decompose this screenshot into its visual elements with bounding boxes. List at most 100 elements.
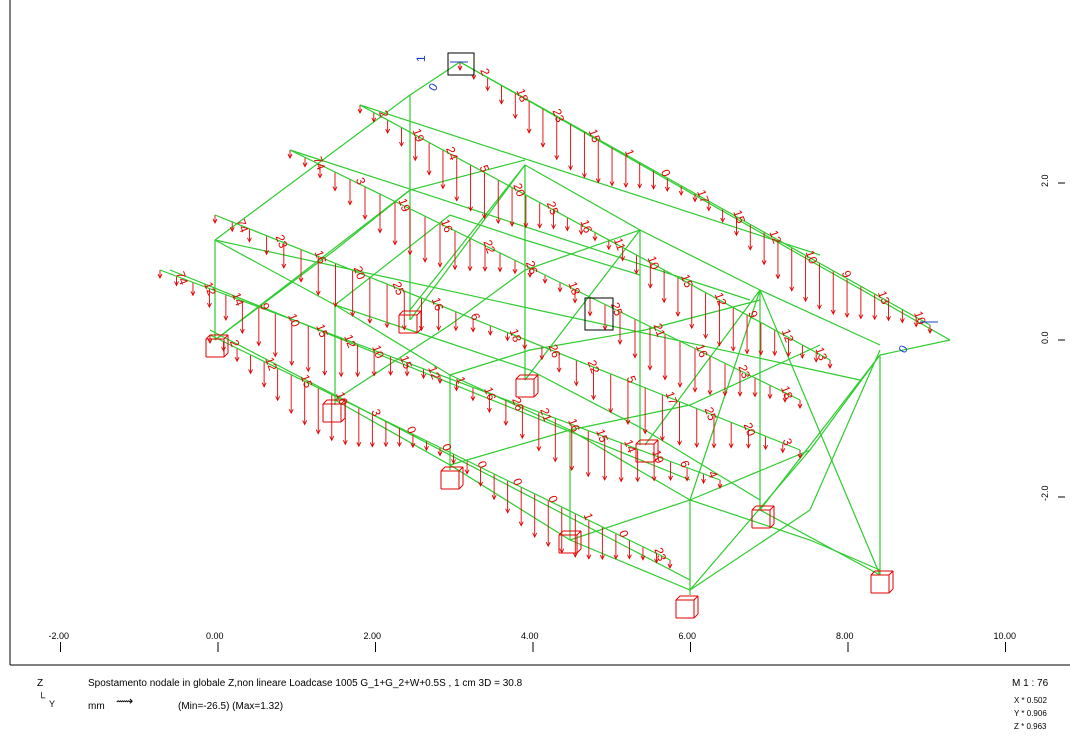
load-arrow-head — [329, 436, 335, 442]
load-arrow-head — [692, 197, 698, 203]
load-value-label: 9 — [839, 269, 855, 280]
load-arrow-head — [625, 419, 631, 426]
frame-beam — [409, 164, 526, 321]
load-value-label: 2 — [227, 338, 243, 349]
load-arrow-head — [451, 459, 456, 465]
load-arrow-head — [651, 184, 656, 190]
load-value-label: 12 — [262, 355, 280, 373]
support-icon — [398, 310, 422, 334]
view-z-label: Z * 0.963 — [1014, 722, 1047, 731]
load-arrow-head — [287, 153, 293, 160]
support-icon — [751, 505, 775, 529]
load-arrow-head — [734, 231, 739, 237]
load-arrow-head — [478, 481, 483, 487]
load-arrow-head — [617, 339, 623, 345]
minmax-label: (Min=-26.5) (Max=1.32) — [178, 701, 284, 712]
load-arrow-head — [464, 469, 470, 475]
load-arrow-head — [651, 476, 657, 482]
load-value-label: 21 — [650, 321, 668, 339]
load-value-label: 25 — [544, 199, 562, 217]
load-value-label: 12 — [425, 364, 443, 382]
load-arrow-head — [272, 352, 278, 358]
load-arrow-head — [599, 554, 605, 561]
load-arrow-head — [426, 170, 432, 176]
load-arrow-head — [385, 128, 391, 134]
load-value-label: 12 — [201, 280, 219, 298]
load-value-label: 0 — [475, 459, 491, 470]
x-tick-label: 8.00 — [836, 631, 854, 641]
load-value-label: 10 — [803, 248, 821, 266]
load-arrow-head — [454, 386, 459, 392]
frame-beam — [359, 104, 821, 256]
load-value-label: 16 — [577, 218, 595, 236]
load-arrow-head — [569, 465, 575, 472]
load-arrow-head — [858, 314, 864, 320]
load-arrow-head — [223, 315, 229, 321]
load-arrow-head — [830, 309, 836, 316]
load-arrow-head — [383, 442, 389, 448]
frame-beam — [569, 354, 881, 541]
load-arrow-head — [281, 263, 287, 269]
load-value-label: 16 — [693, 342, 711, 360]
load-arrow-head — [789, 286, 795, 292]
support-icon — [870, 570, 894, 594]
load-arrow-head — [564, 226, 570, 232]
load-arrow-head — [522, 344, 528, 350]
load-arrow-head — [207, 338, 213, 345]
load-value-label: 10 — [333, 390, 351, 408]
load-arrow-head — [568, 165, 573, 171]
view-y-label: Y * 0.906 — [1014, 709, 1047, 718]
load-arrow-head — [437, 378, 443, 385]
load-arrow-head — [421, 373, 426, 380]
load-arrow-head — [261, 382, 267, 388]
load-value-label: 20 — [510, 181, 528, 199]
load-value-label: 12 — [766, 228, 784, 246]
load-arrow-head — [640, 555, 646, 561]
load-value-label: 15 — [593, 427, 611, 445]
load-value-label: 22 — [480, 238, 498, 256]
load-arrow-head — [275, 396, 281, 402]
load-arrow-head — [747, 245, 753, 251]
load-value-label: 16 — [312, 248, 330, 266]
load-arrow-head — [542, 278, 548, 285]
x-tick-label: 0.00 — [206, 631, 224, 641]
result-description: Spostamento nodale in globale Z,non line… — [88, 678, 523, 689]
local-axis-label: 1 — [414, 55, 428, 62]
load-arrow-head — [913, 322, 919, 328]
load-value-label: 10 — [911, 309, 929, 327]
load-value-label: 10 — [369, 343, 387, 361]
load-arrow-head — [526, 128, 532, 134]
frame-beam — [334, 399, 451, 466]
load-value-label: 5 — [477, 163, 493, 174]
load-baseline — [459, 61, 931, 326]
load-arrow-head — [356, 442, 362, 448]
load-arrow-head — [519, 433, 525, 440]
load-value-label: 24 — [443, 145, 461, 163]
load-arrow-head — [637, 183, 643, 189]
load-arrow-head — [357, 108, 363, 115]
load-value-label: 15 — [586, 127, 604, 145]
load-value-label: 74 — [173, 269, 191, 287]
load-arrow-head — [692, 387, 698, 393]
load-arrow-head — [505, 336, 510, 342]
load-arrow-head — [212, 218, 218, 225]
load-arrow-head — [315, 290, 321, 296]
load-arrow-head — [367, 318, 373, 324]
frame-beam — [759, 509, 881, 576]
load-arrow-head — [355, 372, 361, 378]
load-value-label: 1 — [622, 147, 638, 158]
load-arrow-head — [780, 448, 786, 454]
load-arrow-head — [264, 250, 270, 256]
frame-beam — [334, 214, 641, 306]
load-value-label: 0 — [545, 494, 561, 505]
load-arrow-head — [371, 117, 377, 123]
load-arrow-head — [350, 311, 356, 317]
load-value-label: 23 — [735, 363, 753, 381]
load-value-label: 0 — [439, 442, 455, 453]
load-arrow-head — [717, 341, 722, 347]
x-tick-label: 10.00 — [994, 631, 1017, 641]
load-arrow-head — [662, 375, 668, 381]
x-tick-label: 4.00 — [521, 631, 539, 641]
load-arrow-head — [539, 355, 545, 361]
